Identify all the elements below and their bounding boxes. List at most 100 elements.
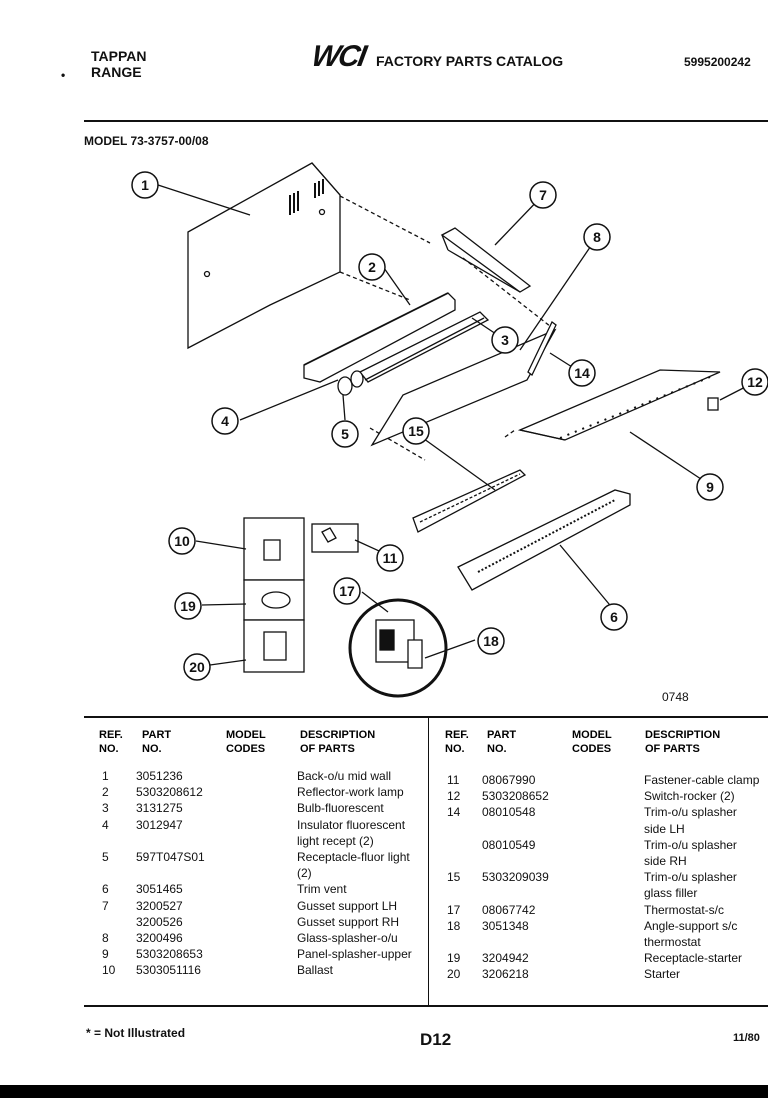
model-number: MODEL 73-3757-00/08	[84, 134, 209, 148]
fluorescent-bulb-part	[358, 311, 490, 383]
callout-circle	[600, 603, 628, 631]
callout-label: 18	[483, 633, 499, 649]
product-type: RANGE	[91, 64, 142, 80]
ref-number: 5	[102, 849, 109, 864]
part-number: 597T047S01	[136, 849, 205, 864]
catalog-title: FACTORY PARTS CATALOG	[376, 53, 564, 69]
callout-label: 12	[747, 374, 763, 390]
ref-number: 4	[102, 817, 109, 832]
parts-row: side LH	[429, 821, 768, 837]
ref-number: 2	[102, 785, 109, 800]
ref-number: 17	[447, 902, 461, 917]
drawing-code: 0748	[662, 690, 689, 704]
page-code: D12	[420, 1030, 452, 1049]
parts-row: 4 3012947 Insulator fluorescent	[0, 817, 428, 833]
callout-label: 9	[706, 479, 714, 495]
ref-number: 18	[447, 918, 461, 933]
callout-circle	[583, 223, 611, 251]
part-description: side LH	[644, 821, 685, 836]
part-number: 3051465	[136, 882, 183, 897]
part-description: (2)	[297, 866, 312, 881]
back-panel-part	[187, 162, 341, 350]
part-description: Panel-splasher-upper	[297, 947, 412, 962]
ref-header: REF.NO.	[99, 729, 123, 755]
part-description: Starter	[644, 967, 681, 982]
trim-vent-part	[457, 489, 631, 591]
gusset-support-part	[440, 227, 532, 293]
parts-row: light recept (2)	[0, 833, 428, 849]
part-description: side RH	[644, 853, 687, 868]
callout-label: 17	[339, 583, 355, 599]
lamp-socket-part	[337, 376, 353, 396]
callout-label: 8	[593, 229, 601, 245]
callout-circle	[696, 473, 724, 501]
splasher-glass-part	[370, 328, 557, 447]
part-number: 5303208652	[482, 789, 549, 804]
callout-circle	[358, 253, 386, 281]
callout-label: 6	[610, 609, 618, 625]
part-description: Bulb-fluorescent	[297, 801, 384, 816]
part-number: 3204942	[482, 951, 529, 966]
callout-label: 10	[174, 533, 190, 549]
callout-circle	[183, 653, 211, 681]
callout-circle	[529, 181, 557, 209]
part-number: 3200527	[136, 898, 183, 913]
part-description: Ballast	[297, 963, 334, 978]
callout-label: 20	[189, 659, 205, 675]
callout-label: 3	[501, 332, 509, 348]
ref-number: 14	[447, 805, 461, 820]
part-number: 5303209039	[482, 870, 549, 885]
callout-label: 14	[574, 365, 590, 381]
callout-circle	[477, 627, 505, 655]
catalog-number: 5995200242	[684, 55, 751, 69]
part-description: glass filler	[644, 886, 698, 901]
part-description: Gusset support RH	[297, 914, 400, 929]
parts-row: thermostat	[429, 934, 768, 950]
ref-number: 7	[102, 898, 109, 913]
parts-row: (2)	[0, 865, 428, 881]
ref-number: 20	[447, 967, 461, 982]
callout-label: 4	[221, 413, 229, 429]
ref-number: 8	[102, 930, 109, 945]
table-bottom-rule	[84, 1005, 768, 1007]
part-description: Insulator fluorescent	[297, 817, 406, 832]
parts-row: glass filler	[429, 885, 768, 901]
parts-row: side RH	[429, 853, 768, 869]
parts-row: 12 5303208652 Switch-rocker (2)	[429, 788, 768, 804]
part-description: Switch-rocker (2)	[644, 789, 735, 804]
callout-label: 15	[408, 423, 424, 439]
callout-circle	[333, 577, 361, 605]
part-number: 08067990	[482, 773, 536, 787]
part-description: thermostat	[644, 934, 701, 949]
callout-circle	[131, 171, 159, 199]
part-number: 08010549	[482, 837, 536, 852]
ref-number: 12	[447, 789, 461, 804]
part-number: 3200526	[136, 914, 183, 929]
part-description: Receptacle-starter	[644, 951, 743, 966]
vent-slots	[289, 179, 324, 215]
wci-logo: WCI	[309, 40, 368, 73]
callout-label: 2	[368, 259, 376, 275]
part-number: 5303208653	[136, 947, 203, 962]
part-number: 3051236	[136, 769, 183, 783]
callout-label: 11	[383, 550, 398, 566]
part-description: Glass-splasher-o/u	[297, 930, 398, 945]
part-number: 3012947	[136, 817, 183, 832]
rocker-switch-part	[707, 397, 719, 411]
callout-circle	[376, 544, 404, 572]
